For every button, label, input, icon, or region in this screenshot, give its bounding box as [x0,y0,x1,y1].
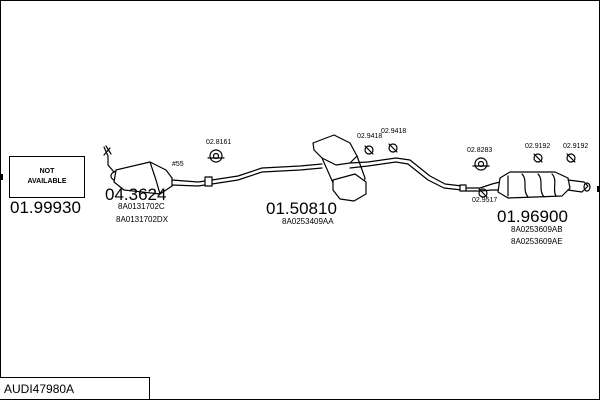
hanger-4-label: 02.9192 [525,143,551,150]
title-box: AUDI47980A [0,377,150,399]
rear-silencer [465,171,591,199]
hanger-5-icon [566,153,576,163]
part-number-front-pipe: 04.3624 [105,185,167,204]
middle-oem: 8A0253409AA [282,217,334,226]
rear-oem-2: 8A0253609AE [511,237,563,246]
clamp-1-label: 02.8161 [206,139,232,146]
hanger-1-label: 02.9418 [357,133,383,140]
bolt-label: #55 [172,161,184,168]
part-number-rear: 01.96900 [497,207,568,226]
left-edge-marker [0,174,3,180]
not-available-box: NOT AVAILABLE [9,156,85,198]
hanger-3-icon [478,188,488,198]
diagram-title: AUDI47980A [4,382,75,396]
right-edge-marker [597,186,600,192]
clamp-1-icon [207,149,225,163]
front-pipe-catalyst [103,145,213,195]
rear-oem-1: 8A0253609AB [511,225,563,234]
front-pipe-oem-1: 8A0131702C [118,202,165,211]
not-available-label: NOT AVAILABLE [27,168,67,185]
hanger-2-icon [388,143,398,153]
part-number-middle: 01.50810 [266,199,337,218]
middle-silencer [211,134,467,202]
hanger-5-label: 02.9192 [563,143,589,150]
part-number-first: 01.99930 [10,198,81,217]
clamp-2-label: 02.8283 [467,147,493,154]
hanger-2-label: 02.9418 [381,128,407,135]
hanger-4-icon [533,153,543,163]
clamp-2-icon [472,157,490,171]
hanger-1-icon [364,145,374,155]
hanger-3-label: 02.9517 [472,197,498,204]
front-pipe-oem-2: 8A0131702DX [116,215,169,224]
